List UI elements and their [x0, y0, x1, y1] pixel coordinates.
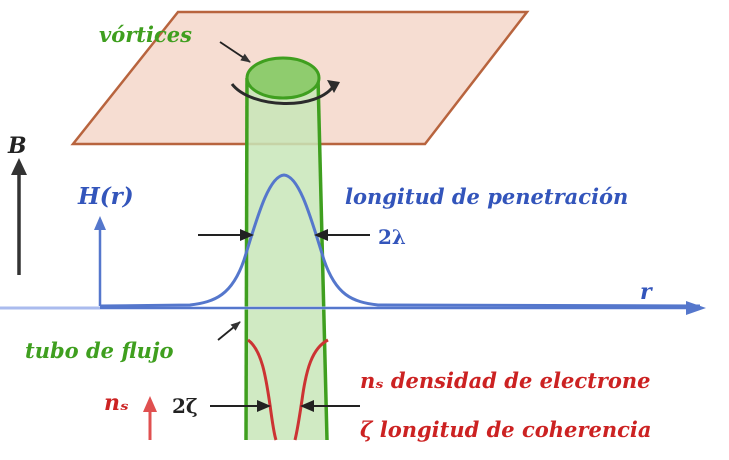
penetration-length-label: longitud de penetración	[345, 184, 629, 209]
coherence-width-arrows	[210, 400, 360, 412]
vortices-label: vórtices	[99, 22, 192, 47]
density-axis-arrow	[143, 396, 157, 440]
electron-density-curves	[247, 338, 329, 441]
flux-tube-label: tubo de flujo	[25, 338, 174, 363]
b-field-arrow	[11, 158, 27, 275]
electron-density-label: nₛ densidad de electrone	[360, 368, 651, 393]
two-zeta-label: 2ζ	[172, 394, 198, 418]
coherence-length-label: ζ longitud de coherencia	[360, 417, 652, 442]
penetration-width-arrows	[198, 229, 370, 241]
flux-tube-pointer-line	[217, 321, 241, 341]
vortices-pointer-line	[219, 41, 251, 63]
r-axis-label: r	[640, 279, 652, 305]
vortex-circulation-arrow	[230, 83, 337, 105]
h-function-label: H(r)	[78, 183, 134, 210]
field-profile-curve	[99, 173, 701, 308]
two-lambda-label: 2λ	[378, 225, 406, 249]
b-field-label: B	[8, 133, 27, 159]
flux-tube	[244, 56, 329, 441]
ns-label: nₛ	[104, 390, 129, 416]
